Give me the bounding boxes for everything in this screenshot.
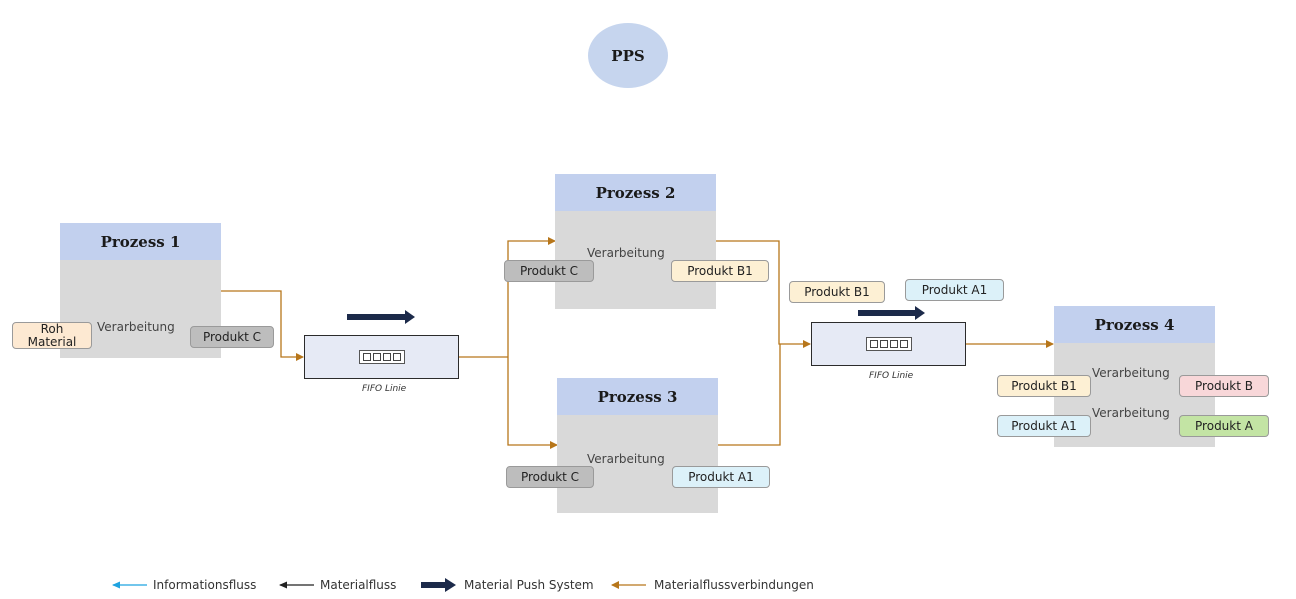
- process-4-step-1-label: Verarbeitung: [1092, 366, 1170, 380]
- process-2-step-label: Verarbeitung: [587, 246, 665, 260]
- raw-material-item: Roh Material: [12, 322, 92, 349]
- process-3-step-label: Verarbeitung: [587, 452, 665, 466]
- legend-push-arrow: [421, 578, 456, 592]
- link-fifo1-to-p3: [507, 357, 558, 449]
- product-c-input-p3: Produkt C: [506, 466, 594, 488]
- process-4-step-2-label: Verarbeitung: [1092, 406, 1170, 420]
- fifo-line-2-caption: FIFO Linie: [869, 371, 914, 381]
- link-fifo1-to-p2: [507, 237, 556, 357]
- fifo-queue-icon: [865, 337, 912, 351]
- process-2-title: Prozess 2: [555, 174, 716, 211]
- fifo-line-2: [811, 322, 966, 366]
- product-c-input-p2: Produkt C: [504, 260, 594, 282]
- product-b1-output-p2: Produkt B1: [671, 260, 769, 282]
- product-b-output-p4: Produkt B: [1179, 375, 1269, 397]
- link-p2-to-fifo2: [716, 240, 811, 348]
- pps-node: PPS: [588, 23, 668, 88]
- product-a-output-p4: Produkt A: [1179, 415, 1269, 437]
- link-p1-to-fifo1: [221, 290, 304, 361]
- legend-material-label: Materialfluss: [320, 578, 397, 592]
- legend-push-label: Material Push System: [464, 578, 594, 592]
- process-1-title: Prozess 1: [60, 223, 221, 260]
- fifo-2-item-a1: Produkt A1: [905, 279, 1004, 301]
- product-a1-output-p3: Produkt A1: [672, 466, 770, 488]
- fifo-line-1: [304, 335, 459, 379]
- push-arrow-fifo1: [347, 310, 415, 324]
- process-1-step-label: Verarbeitung: [97, 320, 175, 334]
- product-c-output-p1: Produkt C: [190, 326, 274, 348]
- fifo-queue-icon: [358, 350, 405, 364]
- push-arrow-fifo2: [858, 306, 925, 320]
- legend-connections-label: Materialflussverbindungen: [654, 578, 814, 592]
- process-4-title: Prozess 4: [1054, 306, 1215, 343]
- link-p3-to-fifo2: [718, 344, 781, 446]
- product-b1-input-p4: Produkt B1: [997, 375, 1091, 397]
- process-3-title: Prozess 3: [557, 378, 718, 415]
- fifo-line-1-caption: FIFO Linie: [362, 384, 407, 394]
- fifo-2-item-b1: Produkt B1: [789, 281, 885, 303]
- pps-label: PPS: [611, 46, 645, 65]
- legend-info-label: Informationsfluss: [153, 578, 257, 592]
- product-a1-input-p4: Produkt A1: [997, 415, 1091, 437]
